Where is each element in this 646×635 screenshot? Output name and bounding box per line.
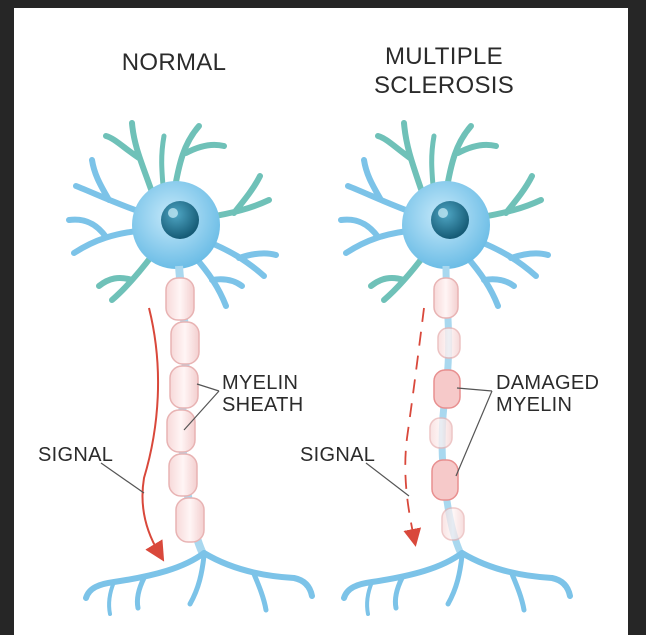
normal-signal-arrow (142, 308, 159, 553)
normal-axon-terminals (86, 553, 312, 614)
ms-nucleus (431, 201, 469, 239)
ms-pointer-lines (366, 388, 492, 496)
myelin-sheath-label: MYELIN SHEATH (222, 372, 303, 416)
normal-title: NORMAL (74, 48, 274, 77)
normal-neuron (69, 123, 312, 614)
diagram-frame: NORMAL MULTIPLE SCLEROSIS MYELIN SHEATH … (14, 8, 628, 635)
ms-axon-terminals (344, 553, 570, 614)
damaged-myelin-label: DAMAGED MYELIN (496, 372, 599, 416)
ms-signal-arrow (405, 308, 424, 538)
neuron-comparison-diagram (14, 8, 628, 635)
normal-pointer-lines (101, 384, 219, 493)
ms-signal-label: SIGNAL (300, 444, 375, 466)
normal-signal-label: SIGNAL (38, 444, 113, 466)
ms-neuron (341, 123, 570, 614)
ms-title: MULTIPLE SCLEROSIS (344, 42, 544, 100)
normal-myelin-sheath (166, 278, 204, 542)
normal-nucleus (161, 201, 199, 239)
